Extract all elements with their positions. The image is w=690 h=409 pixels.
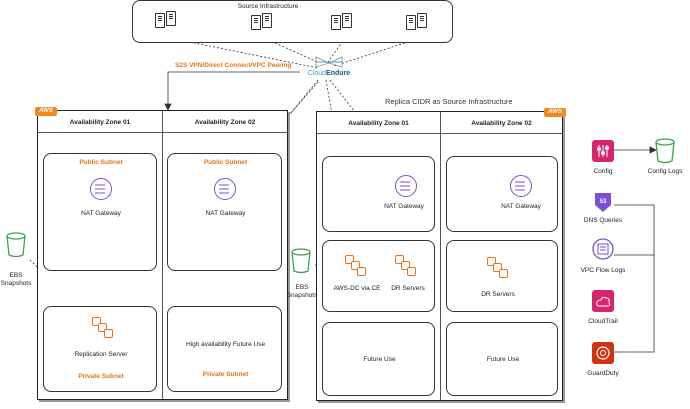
- server-icon: [262, 13, 272, 28]
- nat-gateway-label: NAT Gateway: [384, 203, 424, 210]
- left-aws-region: AWS Availability Zone 01 Availability Zo…: [35, 107, 288, 400]
- nat-gateway-icon: [510, 175, 532, 197]
- ebs-label-line1: EBS: [9, 272, 23, 279]
- nat-gateway-icon: [395, 175, 417, 197]
- ebs-bucket-icon: [5, 232, 27, 258]
- dr-servers-label: DR Servers: [481, 291, 515, 298]
- svg-text:53: 53: [600, 199, 607, 205]
- guardduty-label: GuardDuty: [587, 370, 619, 377]
- config-logs-label: Config Logs: [647, 168, 683, 175]
- cloudendure-icon: [315, 56, 343, 68]
- private-subnet-label: Private Subnet: [78, 373, 124, 380]
- ebs-bucket-icon: [290, 248, 312, 274]
- replication-server-icon: [92, 317, 114, 339]
- server-icon: [417, 13, 427, 28]
- nat-gateway-label: NAT Gateway: [81, 210, 121, 217]
- guardduty-icon: [592, 342, 614, 364]
- server-icon: [251, 15, 261, 30]
- source-infrastructure-box: Source Infrastructure: [132, 0, 453, 43]
- private-subnet-label: Private Subnet: [202, 371, 249, 378]
- az2-title: Availability Zone 02: [471, 120, 532, 127]
- subnet-az1-bottom: Future Use: [322, 322, 435, 396]
- nat-gateway-label: NAT Gateway: [205, 210, 246, 217]
- dns-queries-icon: 53: [592, 190, 614, 214]
- config-label: Config: [593, 168, 613, 175]
- private-subnet-az1: Replication Server Private Subnet: [43, 306, 157, 392]
- ebs-label-line2: Snapshots: [286, 292, 318, 299]
- subnet-az2-middle: DR Servers: [446, 240, 558, 312]
- cloudtrail-icon: [592, 290, 614, 312]
- config-logs-bucket-icon: [654, 138, 676, 164]
- vpc-flow-logs-icon: [592, 238, 614, 260]
- ebs-label-line1: EBS: [295, 284, 309, 291]
- nat-gateway-icon: [214, 178, 236, 200]
- dns-queries-label: DNS Queries: [583, 217, 623, 224]
- server-icon: [166, 11, 176, 26]
- aws-tag: AWS: [35, 107, 57, 116]
- future-use-label: Future Use: [363, 356, 396, 363]
- az-divider: [440, 112, 441, 400]
- cloudendure-logo: CloudEndure: [302, 56, 356, 82]
- connection-label: S2S VPN/Direct Connect/VPC Peering: [175, 62, 292, 69]
- server-icon: [331, 15, 341, 30]
- aws-dc-label: AWS-DC via CE: [333, 285, 381, 292]
- public-subnet-label: Public Subnet: [203, 159, 248, 166]
- server-icon: [342, 13, 352, 28]
- right-aws-region: AWS Availability Zone 01 Availability Zo…: [316, 108, 566, 401]
- subnet-az1-top: NAT Gateway: [322, 156, 435, 232]
- public-subnet-az2: Public Subnet NAT Gateway: [167, 153, 282, 271]
- nat-gateway-label: NAT Gateway: [501, 203, 541, 210]
- server-icon: [406, 15, 416, 30]
- private-subnet-az2: High availability Future Use Private Sub…: [167, 306, 282, 392]
- az1-title: Availability Zone 01: [348, 120, 409, 127]
- server-icon: [155, 13, 165, 28]
- dr-servers-label: DR Servers: [391, 285, 425, 292]
- aws-tag: AWS: [544, 108, 566, 117]
- header-divider: [38, 132, 287, 133]
- vpc-flow-logs-label: VPC Flow Logs: [580, 267, 626, 274]
- dr-servers-icon: [487, 257, 509, 279]
- nat-gateway-icon: [90, 178, 112, 200]
- cloudendure-label-b: Endure: [326, 70, 351, 77]
- public-subnet-label: Public Subnet: [79, 159, 123, 166]
- public-subnet-az1: Public Subnet NAT Gateway: [43, 153, 157, 271]
- future-use-label: Future Use: [486, 356, 520, 363]
- source-title: Source Infrastructure: [237, 3, 299, 10]
- subnet-az2-top: NAT Gateway: [446, 156, 558, 232]
- cloudtrail-label: CloudTrail: [588, 318, 618, 325]
- header-divider: [317, 133, 562, 134]
- aws-dc-icon: [345, 255, 367, 277]
- cloudendure-label-a: Cloud: [307, 70, 327, 77]
- replication-server-label: Replication Server: [74, 351, 128, 358]
- az2-title: Availability Zone 02: [194, 119, 256, 126]
- ha-future-label: High availability Future Use: [185, 341, 266, 348]
- az1-title: Availability Zone 01: [69, 119, 131, 126]
- subnet-az2-bottom: Future Use: [446, 322, 558, 396]
- az-divider: [162, 111, 163, 399]
- replica-label: Replica CIDR as Source Infrastructure: [385, 97, 513, 106]
- ebs-label-line2: Snapshots: [0, 280, 32, 287]
- subnet-az1-middle: AWS-DC via CE DR Servers: [322, 240, 435, 312]
- dr-servers-icon: [395, 255, 417, 277]
- config-icon: [592, 140, 614, 162]
